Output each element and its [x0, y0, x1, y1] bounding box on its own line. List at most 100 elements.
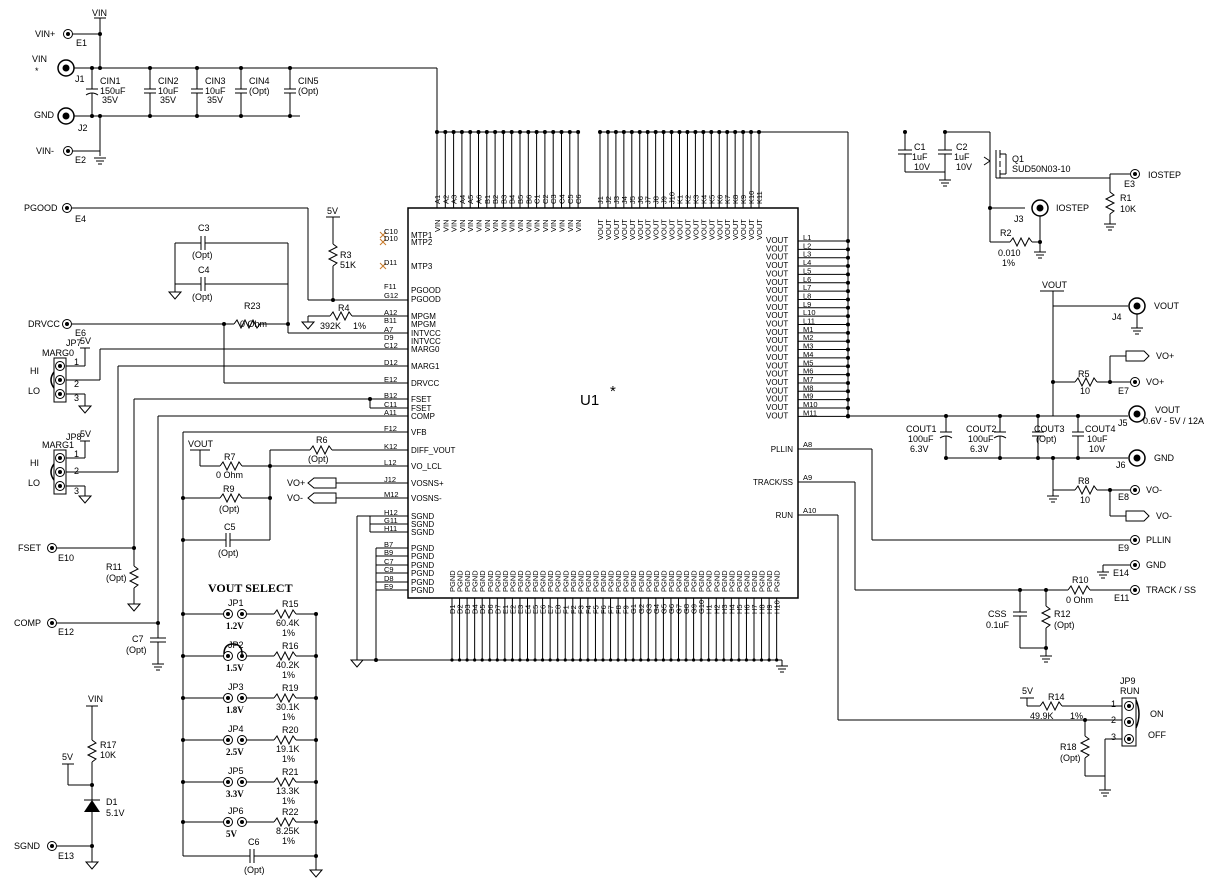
left-pin-number: A11 — [384, 408, 397, 417]
r7-ref: R7 — [224, 452, 236, 462]
e8-terminal[interactable] — [1130, 485, 1140, 495]
left-pin-number: D12 — [384, 358, 398, 367]
e12-terminal[interactable] — [47, 618, 57, 628]
c3-ref: C3 — [198, 223, 210, 233]
bottom-pin-number: D7 — [493, 604, 502, 614]
c7-value: (Opt) — [126, 645, 147, 655]
top-pin-name-vout: VOUT — [731, 219, 740, 240]
r2-tolerance: 1% — [1002, 258, 1015, 268]
vout-select-jumper[interactable] — [223, 735, 233, 745]
vout-select-voltage: 5V — [226, 829, 238, 839]
e11-terminal[interactable] — [1130, 585, 1140, 595]
jp7-hi: HI — [30, 366, 39, 376]
j6-gnd-label: GND — [1154, 453, 1175, 463]
right-pin-name: VOUT — [766, 370, 788, 379]
left-pin-name: VO_LCL — [411, 462, 442, 471]
left-pin-name: PGND — [411, 569, 434, 578]
right-pin-name: VOUT — [766, 286, 788, 295]
right-network: C1 1uF 10V C2 1uF 10V Q1 SUD50N03-10 J3 … — [798, 130, 1204, 797]
j4-vout-text: VOUT — [1154, 301, 1180, 311]
top-pin-number: A1 — [433, 195, 442, 204]
vout-select-jumper[interactable] — [223, 693, 233, 703]
top-pin-name-vout: VOUT — [755, 219, 764, 240]
left-pin-name: PGND — [411, 561, 434, 570]
bottom-pin-number: H6 — [742, 604, 751, 614]
e10-terminal[interactable] — [47, 543, 57, 553]
right-pin-name: VOUT — [766, 403, 788, 412]
bottom-pin-name: PGND — [463, 570, 472, 592]
top-pin-number: B2 — [491, 195, 500, 204]
e1-terminal[interactable] — [63, 29, 73, 39]
c5-ref: C5 — [224, 522, 236, 532]
r5-ref: R5 — [1078, 369, 1090, 379]
e3-terminal[interactable] — [1130, 169, 1140, 179]
bottom-pin-name: PGND — [622, 570, 631, 592]
right-pin-number: M11 — [803, 408, 817, 417]
top-pin-number: K6 — [715, 195, 724, 204]
e13-terminal[interactable] — [47, 841, 57, 851]
vout-select-jumper[interactable] — [223, 777, 233, 787]
bottom-pin-number: F7 — [607, 605, 616, 614]
left-pin-number: H11 — [384, 524, 397, 533]
top-pin-number: J6 — [636, 196, 645, 204]
vout-select-res-ref: R19 — [282, 683, 299, 693]
top-pin-name-vin: VIN — [466, 219, 475, 232]
jp9-header[interactable] — [1121, 697, 1137, 747]
vout-select-res-tolerance: 1% — [282, 836, 295, 846]
top-pin-number: C4 — [558, 194, 567, 204]
top-pin-number: J1 — [596, 196, 605, 204]
e7-terminal[interactable] — [1130, 377, 1140, 387]
vout-select: VOUT SELECT JP11.2VR1560.4K1%JP21.5VR164… — [181, 581, 323, 878]
e2-terminal[interactable] — [63, 146, 73, 156]
jp9-run-label: RUN — [1120, 686, 1140, 696]
c1-ref: C1 — [914, 142, 926, 152]
r8-value: 10 — [1080, 495, 1090, 505]
top-pin-name-vout: VOUT — [707, 219, 716, 240]
vout-select-jumper[interactable] — [223, 651, 233, 661]
r14-tolerance: 1% — [1070, 711, 1083, 721]
left-pin-name: PGND — [411, 544, 434, 553]
jp9-ref: JP9 — [1120, 676, 1136, 686]
vout-select-jumper[interactable] — [223, 609, 233, 619]
left-pin-name: PGND — [411, 552, 434, 561]
right-pin-name: VOUT — [766, 261, 788, 270]
jp7-5v-label: 5V — [80, 336, 91, 346]
bottom-pin-name: PGND — [607, 570, 616, 592]
top-pin-number: K8 — [731, 195, 740, 204]
e4-terminal[interactable] — [62, 203, 72, 213]
top-pin-number: K4 — [699, 195, 708, 204]
right-side-pin-name: RUN — [776, 511, 794, 520]
bottom-pin-name: PGND — [773, 570, 782, 592]
e8-vo-minus-label: VO- — [1146, 485, 1162, 495]
top-pin-name-vout: VOUT — [652, 219, 661, 240]
top-pin-name-vin: VIN — [491, 219, 500, 232]
j5-vout-spec: 0.6V - 5V / 12A — [1143, 416, 1204, 426]
top-pin-name-vin: VIN — [574, 219, 583, 232]
vout-select-jumper[interactable] — [223, 817, 233, 827]
bottom-pin-number: G2 — [637, 604, 646, 614]
j4-jack[interactable] — [1128, 297, 1146, 315]
right-pin-number: L10 — [803, 308, 816, 317]
j6-jack[interactable] — [1128, 449, 1146, 467]
r1-value: 10K — [1120, 204, 1136, 214]
c4-value: (Opt) — [192, 292, 213, 302]
j2-jack[interactable] — [57, 107, 75, 125]
r7-value: 0 Ohm — [216, 470, 243, 480]
e13-label: E13 — [58, 851, 74, 861]
left-pin-number: D8 — [384, 574, 394, 583]
r17-value: 10K — [100, 750, 116, 760]
e9-terminal[interactable] — [1130, 535, 1140, 545]
r12-value: (Opt) — [1054, 620, 1075, 630]
vout-select-jp-ref: JP1 — [228, 598, 244, 608]
top-pin-name-vout: VOUT — [636, 219, 645, 240]
top-pin-name-vout: VOUT — [699, 219, 708, 240]
e6-terminal[interactable] — [62, 319, 72, 329]
top-pin-name-vout: VOUT — [723, 219, 732, 240]
j3-jack[interactable] — [1031, 199, 1049, 217]
e14-terminal[interactable] — [1130, 560, 1140, 570]
right-pin-name: VOUT — [766, 336, 788, 345]
output-cap-voltage: 6.3V — [970, 444, 989, 454]
j1-jack[interactable] — [57, 59, 75, 77]
vin-jack-label: VIN — [32, 54, 47, 64]
